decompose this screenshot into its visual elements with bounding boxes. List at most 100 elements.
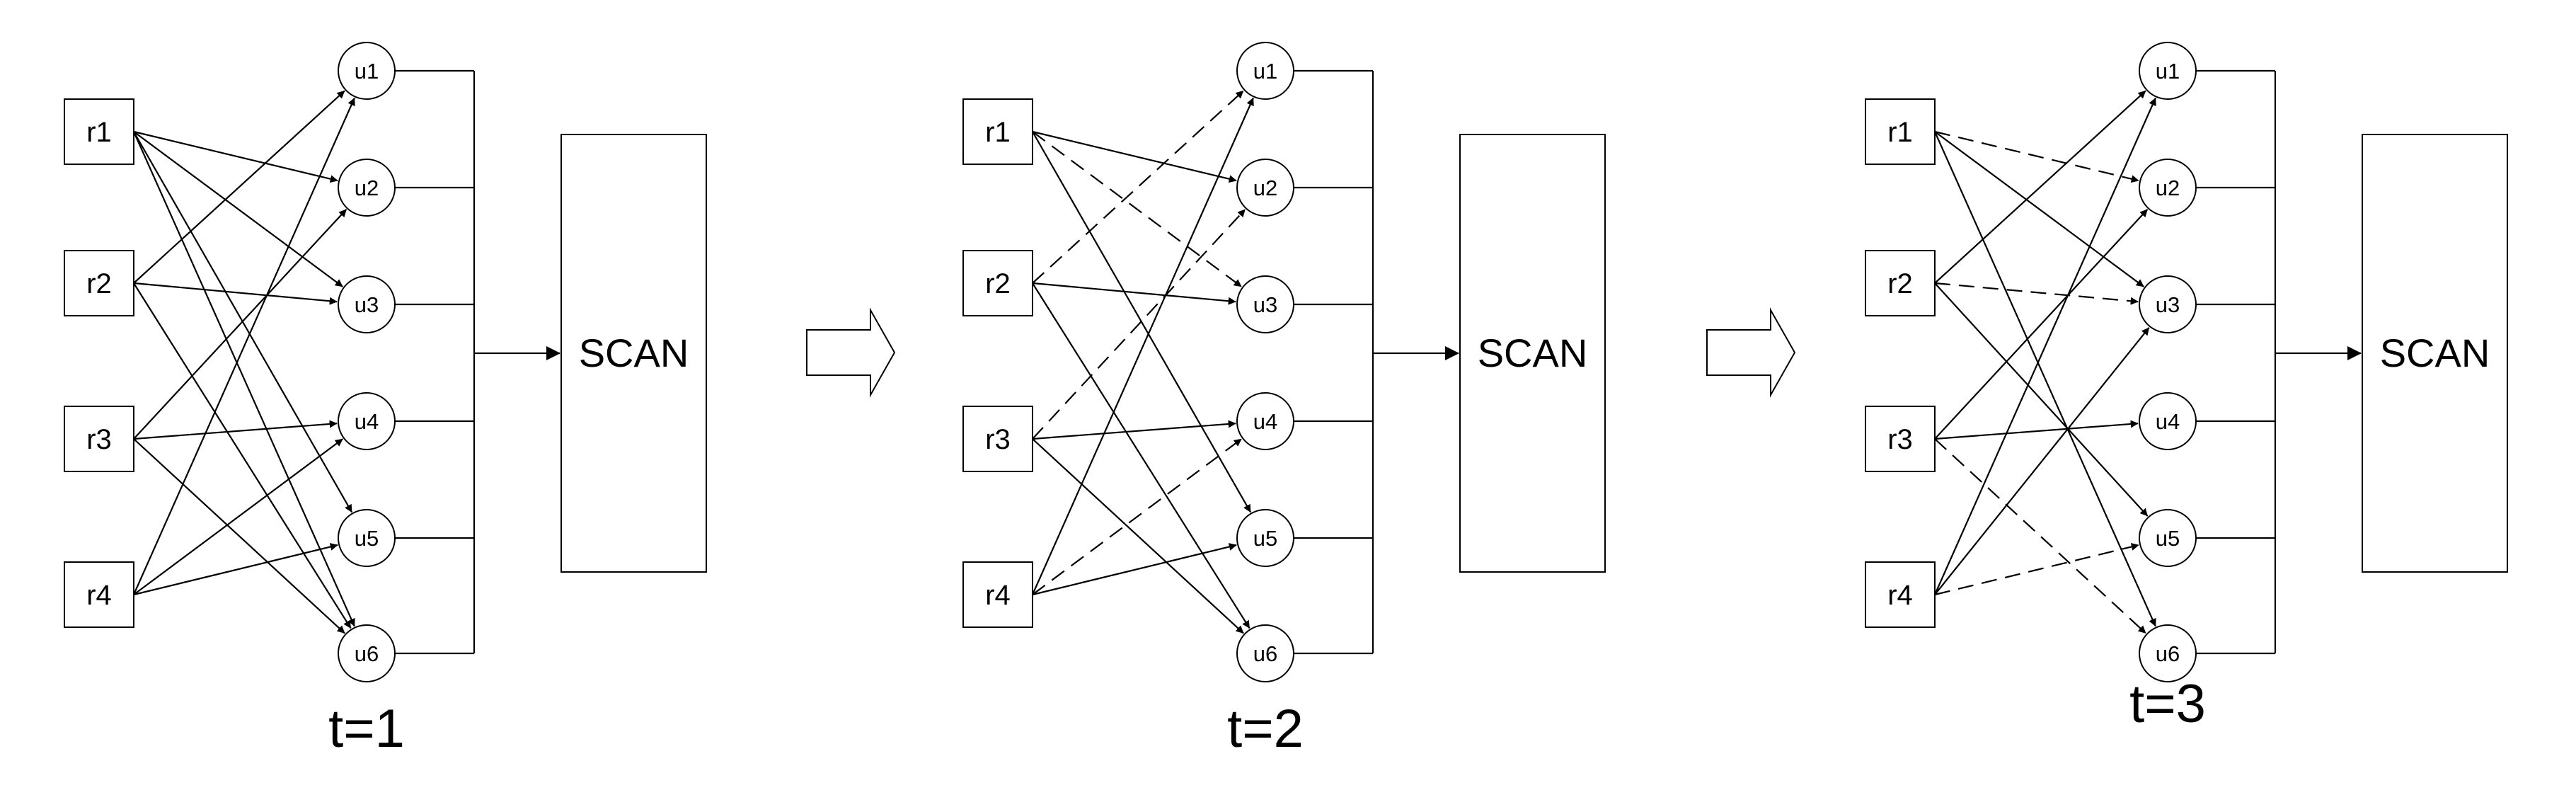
edge-r3-u2 — [1934, 209, 2149, 440]
node-r1: r1 — [962, 98, 1033, 165]
node-r4: r4 — [64, 561, 134, 628]
edge-r2-u3-dashed — [1934, 282, 2139, 305]
edge-r4-u3 — [1934, 327, 2150, 595]
node-label: r1 — [1887, 117, 1913, 148]
node-label: u5 — [2156, 526, 2180, 551]
node-label: r2 — [86, 268, 112, 299]
panels-layer: r1 r2 r3 r4 u1 u2 u3 u4 u5 u6 SCAN t=1 r1 r2 r3 r4 u1 u2 u… — [64, 42, 2508, 759]
node-r1: r1 — [64, 98, 134, 165]
node-u1: u1 — [2139, 42, 2197, 100]
node-label: u2 — [1253, 176, 1277, 200]
edge-r4-u5-dashed — [1934, 543, 2139, 596]
panel-t2: r1 r2 r3 r4 u1 u2 u3 u4 u5 u6 SCAN t=2 — [962, 42, 1606, 759]
node-u2: u2 — [2139, 159, 2197, 217]
edge-r2-u1 — [1934, 90, 2146, 284]
node-label: r3 — [1887, 424, 1913, 455]
node-label: u4 — [2156, 409, 2180, 434]
edge-r3-u4 — [1032, 420, 1236, 440]
node-r3: r3 — [64, 406, 134, 472]
node-label: r3 — [985, 424, 1011, 455]
collector-bus — [2196, 69, 2362, 655]
edge-r2-u1 — [133, 90, 345, 284]
node-circle — [338, 275, 396, 333]
edge-r1-u6 — [132, 131, 355, 627]
edge-group — [132, 90, 355, 634]
node-circle — [338, 159, 396, 217]
transitions-layer — [806, 307, 1796, 398]
edge-r2-u6 — [1032, 282, 1250, 629]
node-label: u6 — [1253, 641, 1277, 666]
edge-r3-u6 — [1032, 438, 1244, 634]
edge-r4-u4-dashed — [1032, 438, 1242, 595]
node-circle — [1236, 624, 1294, 682]
node-u6: u6 — [338, 624, 396, 682]
node-circle — [338, 42, 396, 100]
scan-box: SCAN — [2362, 134, 2508, 573]
edge-r1-u3 — [133, 131, 343, 287]
node-u4: u4 — [338, 392, 396, 450]
edge-r4-u1 — [132, 97, 355, 595]
node-circle — [2139, 392, 2197, 450]
node-label: u3 — [2156, 292, 2180, 317]
node-circle — [338, 624, 396, 682]
edge-r3-u2-dashed — [1032, 209, 1246, 440]
panel-caption: t=2 — [1227, 699, 1304, 759]
node-u3: u3 — [1236, 275, 1294, 333]
edge-r1-u3-dashed — [1032, 131, 1242, 287]
node-circle — [338, 392, 396, 450]
node-label: u3 — [1253, 292, 1277, 317]
node-box — [64, 561, 134, 628]
node-label: u6 — [355, 641, 379, 666]
edge-r1-u2-dashed — [1934, 130, 2139, 183]
node-label: r2 — [985, 268, 1011, 299]
edge-r3-u2 — [133, 209, 347, 440]
node-box — [64, 98, 134, 165]
edge-r3-u4 — [1934, 420, 2139, 440]
node-u5: u5 — [1236, 509, 1294, 567]
node-u3: u3 — [2139, 275, 2197, 333]
node-r2: r2 — [1865, 250, 1936, 316]
node-u6: u6 — [2139, 624, 2197, 682]
edge-r1-u2 — [133, 130, 338, 183]
node-circle — [1236, 509, 1294, 567]
node-circle — [1236, 392, 1294, 450]
node-u1: u1 — [338, 42, 396, 100]
node-label: u1 — [355, 59, 379, 84]
edge-r4-u4 — [133, 438, 343, 595]
collector-bus — [395, 69, 560, 655]
edge-r2-u3 — [1032, 282, 1236, 305]
node-u4: u4 — [1236, 392, 1294, 450]
node-label: u5 — [355, 526, 379, 551]
node-r2: r2 — [962, 250, 1033, 316]
scan-label: SCAN — [1478, 331, 1588, 375]
edge-group — [1933, 90, 2156, 634]
node-label: u1 — [2156, 59, 2180, 84]
scan-label: SCAN — [2380, 331, 2490, 375]
node-u3: u3 — [338, 275, 396, 333]
node-box — [1865, 250, 1936, 316]
node-r3: r3 — [962, 406, 1033, 472]
node-box — [1865, 406, 1936, 472]
edge-r4-u5 — [133, 543, 338, 596]
node-label: r4 — [985, 580, 1011, 611]
node-circle — [1236, 42, 1294, 100]
scan-box: SCAN — [1459, 134, 1606, 573]
node-box — [962, 561, 1033, 628]
scan-label: SCAN — [579, 331, 689, 375]
node-label: u1 — [1253, 59, 1277, 84]
edge-r2-u6 — [133, 282, 352, 629]
node-label: r1 — [86, 117, 112, 148]
scan-rect — [2362, 134, 2508, 573]
node-u5: u5 — [338, 509, 396, 567]
panel-t1: r1 r2 r3 r4 u1 u2 u3 u4 u5 u6 SCAN t=1 — [64, 42, 707, 759]
edge-r2-u3 — [133, 282, 338, 305]
panel-caption: t=1 — [328, 699, 405, 759]
node-box — [962, 250, 1033, 316]
node-r2: r2 — [64, 250, 134, 316]
node-u4: u4 — [2139, 392, 2197, 450]
node-circle — [338, 509, 396, 567]
node-u2: u2 — [338, 159, 396, 217]
node-circle — [2139, 275, 2197, 333]
